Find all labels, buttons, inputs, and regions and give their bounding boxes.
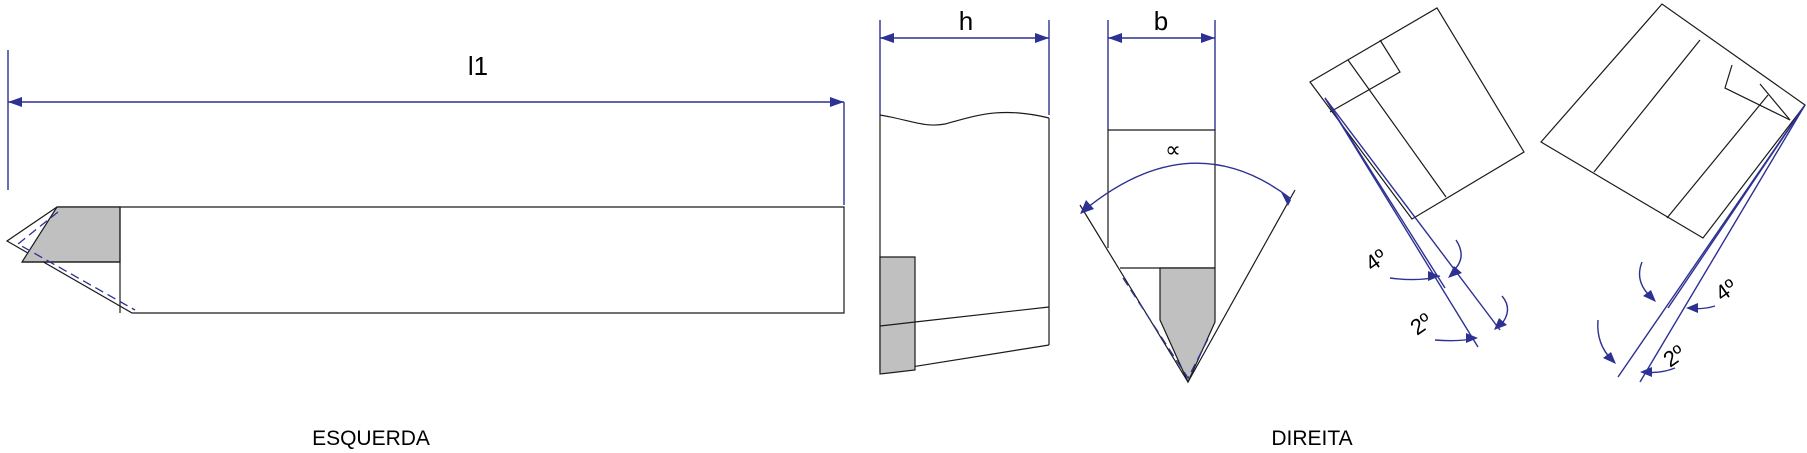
tool-body-outline (5, 206, 845, 314)
h-label: h (959, 6, 973, 36)
l1-label: l1 (468, 51, 488, 81)
end-dashed-edge (1122, 277, 1211, 380)
tilted-body-2 (1540, 3, 1806, 239)
l1-arrow-left (8, 97, 22, 107)
tilted-body-1-divider (1347, 59, 1447, 198)
side-view: l1 (5, 50, 845, 314)
arr-4-left (1428, 271, 1440, 281)
alpha-label: ∝ (1165, 137, 1181, 162)
end-body (1107, 129, 1216, 268)
end-view: b ∝ (1079, 6, 1296, 384)
tilted-insert-2-edge (1759, 83, 1791, 121)
b-arrow-right (1201, 33, 1215, 43)
front-seat-line (914, 306, 1050, 323)
angle-2-label-b: 2º (1659, 340, 1690, 372)
alpha-arrow-left (1080, 200, 1094, 214)
alpha-arrow-right (1280, 190, 1291, 206)
right-caption: DIREITA (1271, 427, 1352, 450)
b-label: b (1154, 6, 1168, 36)
front-insert (879, 256, 916, 375)
tilted-body-1 (1309, 7, 1525, 220)
arr-4-right (1448, 266, 1462, 278)
tilted-view-left: 4º 2º (1309, 7, 1525, 348)
arr-4b-right (1686, 303, 1698, 313)
angle-4-label-a: 4º (1361, 244, 1392, 276)
tilted-view-right: 4º 2º (1540, 3, 1806, 383)
angle-4-label-b: 4º (1711, 274, 1742, 306)
break-line (879, 111, 1050, 126)
arr-2-left (1466, 333, 1478, 343)
h-arrow-right (1035, 33, 1049, 43)
ray-2-a (1324, 97, 1479, 348)
cutting-edge-dashed (16, 211, 136, 311)
ray-2-b (1324, 97, 1501, 331)
front-view: h (879, 6, 1050, 375)
tilted-insert-2 (1724, 64, 1791, 121)
arr-2b-right (1640, 367, 1652, 377)
arr-4b-left (1643, 290, 1656, 302)
arr-2b-left (1603, 352, 1616, 364)
tilted-body-2-divider-a (1593, 39, 1701, 173)
angle-2-label-a: 2º (1406, 308, 1437, 340)
v-right-flank (1187, 189, 1296, 383)
ray-2-c (1617, 104, 1806, 378)
alpha-arc (1081, 162, 1291, 213)
b-arrow-left (1108, 33, 1122, 43)
front-insert-edge (879, 321, 916, 327)
end-insert (1159, 267, 1216, 384)
arr-2-right (1494, 318, 1507, 330)
left-caption: ESQUERDA (312, 427, 430, 450)
ray-2-d (1639, 104, 1806, 383)
tilted-insert-1 (1329, 39, 1401, 113)
l1-arrow-right (830, 97, 844, 107)
h-arrow-left (880, 33, 894, 43)
v-left-flank (1079, 204, 1189, 383)
tilted-body-2-divider-b (1666, 94, 1769, 219)
carbide-insert (20, 206, 121, 263)
